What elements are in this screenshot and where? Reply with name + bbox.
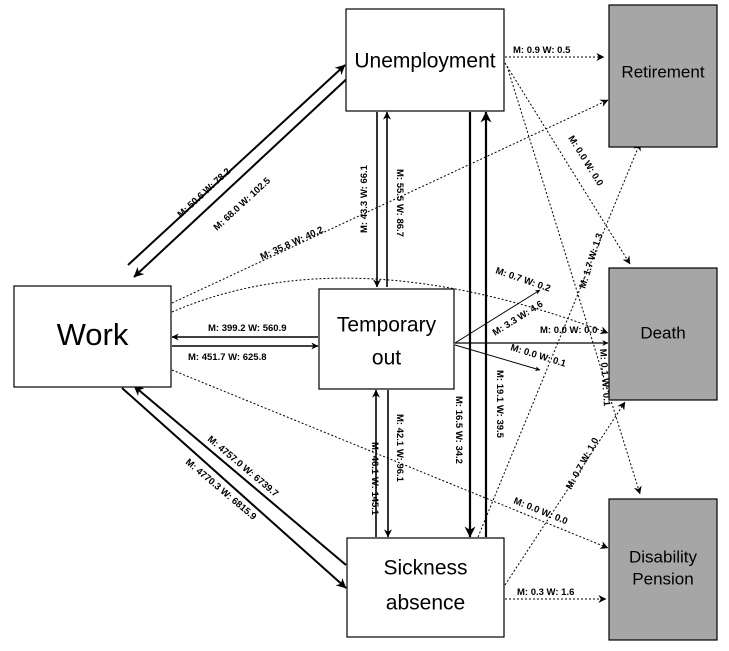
node-unemployment-label: Unemployment [354,50,495,73]
node-disability-pension: Disability Pension [608,498,718,641]
edge-sickness-to-work [133,385,347,566]
label-sickness-to-retirement: M: 0.1 W: 0.1 [597,348,612,407]
node-death-label: Death [640,323,685,342]
label-unemployment-to-retirement: M: 0.9 W: 0.5 [513,45,571,56]
label-unemployment-to-disability: M: 1.7 W: 1.3 [577,232,605,290]
node-temporary-out-label-line1: Temporary [337,314,437,337]
edge-unemployment-to-disability [506,65,642,495]
label-unemployment-to-temporary: M: 43.3 W: 66.1 [359,164,370,233]
edge-sickness-to-retirement [477,142,641,538]
node-work: Work [13,285,172,388]
node-temporary-out-label-line2: out [372,347,401,370]
node-sickness-absence-box [346,537,505,638]
label-sickness-to-death: M: 0.7 W: 1.0 [564,436,601,492]
label-temporary-to-disability: M: 0.0 W: 0.1 [509,342,568,370]
node-unemployment: Unemployment [345,8,505,112]
node-temporary-out: Temporary out [318,288,455,390]
label-work-to-death: M: 0.7 W: 0.2 [494,265,552,294]
node-sickness-absence: Sickness absence [346,537,505,638]
label-temporary-to-work: M: 399.2 W: 560.9 [208,323,287,334]
node-sickness-absence-label-line2: absence [386,592,465,615]
edge-work-to-retirement [171,99,609,304]
label-temporary-to-death: M: 0.0 W: 0.0 [540,325,597,336]
edge-work-to-disability [171,369,609,549]
node-retirement-label: Retirement [621,62,704,81]
node-unemployment-box [345,8,505,112]
edge-work-to-death [171,277,609,335]
node-work-label: Work [57,317,129,352]
label-sickness-to-temporary: M: 46.1 W: 145.1 [369,442,380,516]
label-temporary-to-retirement: M: 3.3 W: 4.6 [491,299,545,339]
edge-work-to-unemployment [127,64,346,266]
label-work-to-temporary: M: 451.7 W: 625.8 [188,352,267,363]
node-temporary-out-box [318,288,455,390]
label-temporary-to-sickness: M: 42.1 W: 96.1 [394,414,405,483]
label-sickness-to-disability: M: 0.3 W: 1.6 [517,587,574,598]
edge-unemployment-to-death [504,62,631,265]
node-sickness-absence-label-line1: Sickness [383,557,467,580]
node-disability-pension-label-line1: Disability [629,547,698,566]
node-disability-pension-box [608,498,718,641]
label-unemployment-to-death: M: 0.0 W: 0.0 [565,134,605,188]
label-sickness-to-unemployment: M: 19.1 W: 39.5 [494,370,505,439]
edge-work-to-sickness [121,387,347,589]
node-retirement-box [608,4,718,148]
node-disability-pension-label-line2: Pension [632,569,693,588]
node-retirement: Retirement [608,4,718,148]
label-unemployment-to-sickness: M: 16.5 W: 34.2 [453,396,464,464]
edge-sickness-to-death [504,401,626,586]
label-work-to-retirement: M: 35.8 W: 40.2 [259,225,325,263]
node-death: Death [608,267,718,401]
node-death-box [608,267,718,401]
node-work-box [13,285,172,388]
label-temporary-to-unemployment: M: 55.5 W: 86.7 [394,169,405,237]
edge-unemployment-to-work [133,73,353,278]
